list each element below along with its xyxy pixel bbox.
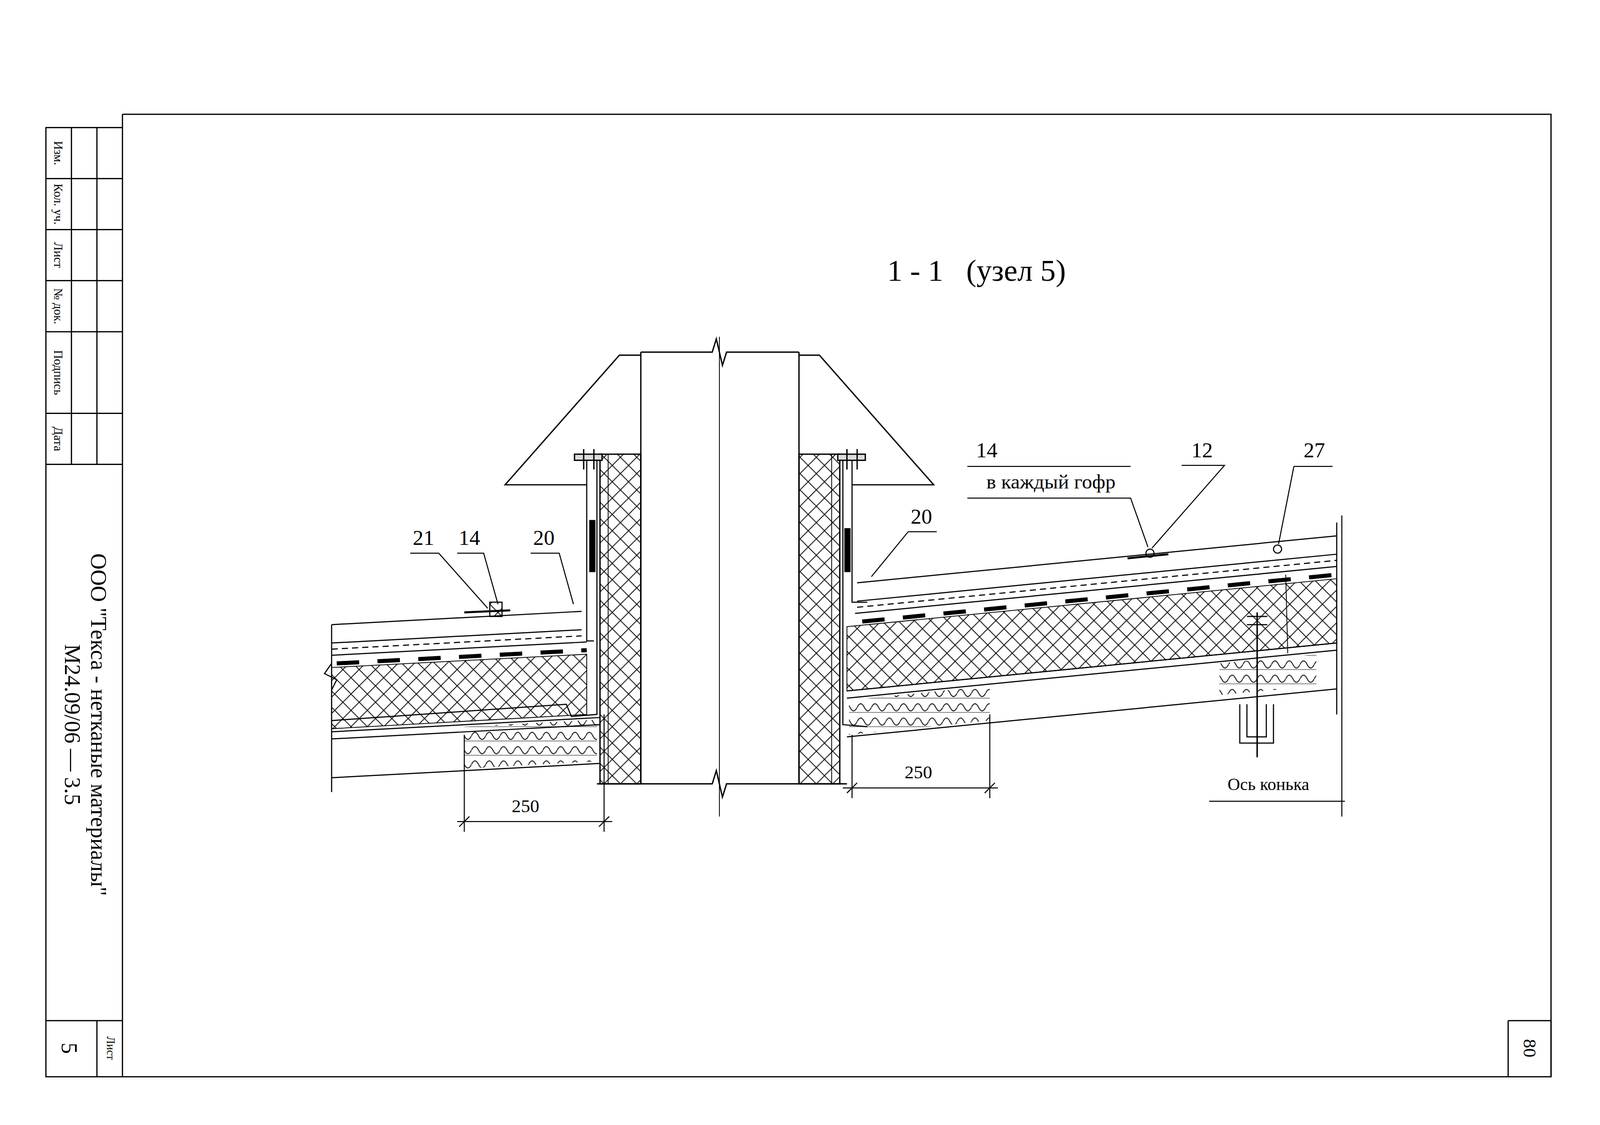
callout-number: 14 bbox=[456, 526, 483, 550]
stamp-header: Лист bbox=[51, 240, 65, 270]
callout-number: 21 bbox=[410, 526, 437, 550]
stamp-header: Кол. уч. bbox=[51, 181, 65, 227]
organisation-name: ООО "Текса - нетканые материалы" bbox=[87, 551, 111, 898]
document-code: М24.09/06 — 3.5 bbox=[60, 641, 84, 807]
callout-number: 20 bbox=[531, 526, 557, 550]
callout-number: 14 bbox=[973, 438, 1000, 462]
callout-number: 27 bbox=[1301, 438, 1328, 462]
stamp-header: Дата bbox=[51, 424, 65, 454]
sheet-header: Лист bbox=[104, 1034, 116, 1062]
callout-number: 20 bbox=[908, 505, 935, 528]
sheet-frame bbox=[46, 114, 1552, 1077]
drawing-title: 1 - 1 (узел 5) bbox=[885, 254, 1068, 287]
left-roof-panel bbox=[324, 460, 600, 793]
stamp-header: № док. bbox=[51, 286, 65, 327]
sheet-number: 5 bbox=[57, 1040, 82, 1056]
dimension-text: 250 bbox=[902, 762, 935, 783]
leader-lines bbox=[410, 465, 1333, 609]
right-roof-panel bbox=[842, 460, 1337, 758]
note-text: в каждый гофр bbox=[984, 470, 1118, 492]
axis-label: Ось конька bbox=[1225, 775, 1312, 794]
dimension-lines bbox=[457, 515, 1345, 832]
stamp-header: Подпись bbox=[51, 347, 65, 398]
page-number: 80 bbox=[1520, 1036, 1540, 1060]
stamp-header: Изм. bbox=[51, 139, 65, 168]
dimension-text: 250 bbox=[509, 796, 542, 817]
callout-number: 12 bbox=[1189, 438, 1216, 462]
